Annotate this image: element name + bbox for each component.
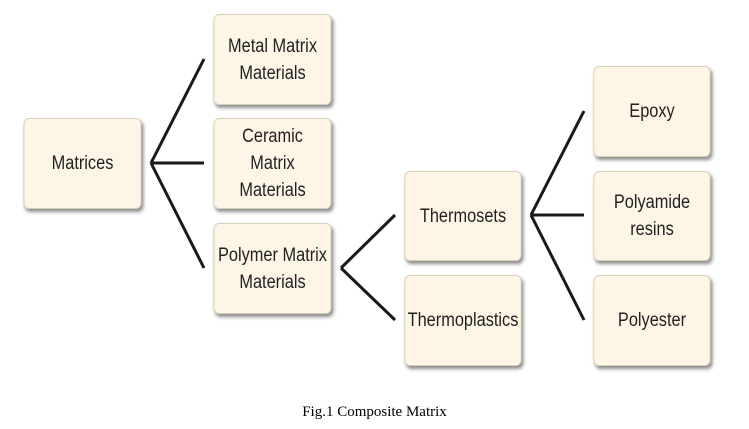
connector-lines	[149, 58, 586, 322]
connector-thermosets-epoxy	[529, 110, 586, 216]
node-thermoplastics: Thermoplastics	[404, 275, 522, 366]
composite-matrix-diagram: Matrices Metal Matrix Materials Ceramic …	[23, 14, 711, 366]
node-polymer-matrix-materials: Polymer Matrix Materials	[213, 223, 332, 314]
connector-matrices-metal	[149, 58, 206, 164]
node-polyamide-resins: Polyamide resins	[593, 171, 711, 261]
connector-matrices-polymer	[149, 162, 206, 269]
node-polyester: Polyester	[593, 275, 711, 366]
connector-polymer-thermoplastics	[339, 266, 397, 322]
connector-thermosets-polyester	[529, 214, 586, 321]
node-thermosets: Thermosets	[404, 171, 522, 261]
node-matrices: Matrices	[23, 118, 142, 209]
node-epoxy: Epoxy	[593, 66, 711, 157]
connector-polymer-thermosets	[339, 213, 397, 270]
figure-caption: Fig.1 Composite Matrix	[302, 404, 447, 420]
node-ceramic-matrix-materials: Ceramic Matrix Materials	[213, 118, 332, 209]
node-metal-matrix-materials: Metal Matrix Materials	[213, 14, 332, 105]
